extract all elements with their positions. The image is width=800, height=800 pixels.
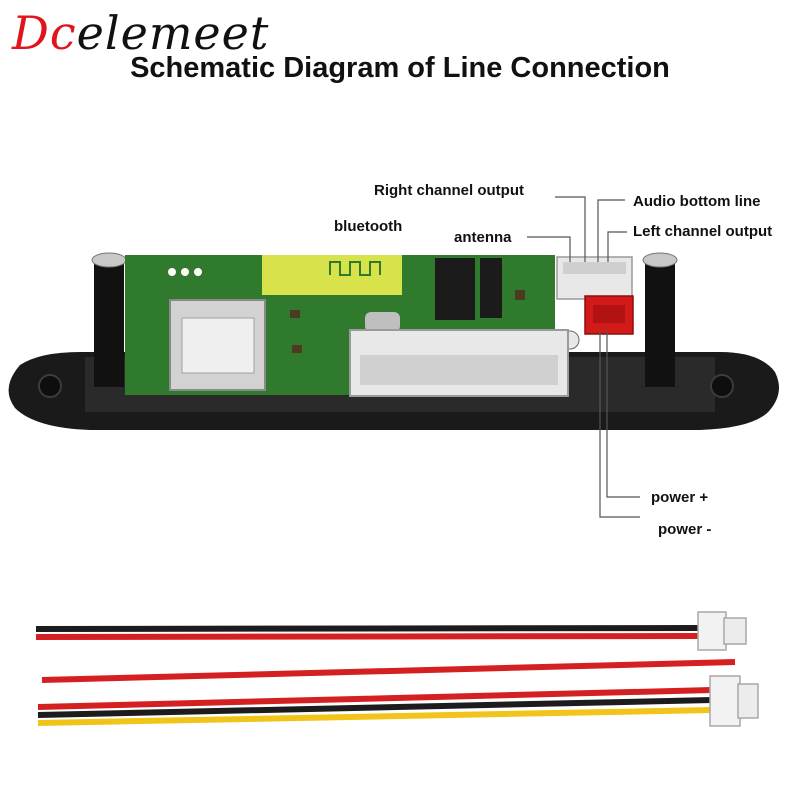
screw-left <box>91 252 127 268</box>
brand-logo: Dcelemeet <box>12 6 269 60</box>
brand-initial: Dc <box>12 6 77 60</box>
label-audio-bottom-line: Audio bottom line <box>633 193 761 210</box>
diagram-title: Schematic Diagram of Line Connection <box>130 52 670 84</box>
leader-power-plus <box>606 330 640 498</box>
wire-2-yellow <box>37 707 713 726</box>
wire-2-black <box>37 697 713 718</box>
label-power-plus: power + <box>651 489 709 506</box>
label-left-channel-output: Left channel output <box>633 223 773 240</box>
wire-loose-red <box>41 659 736 683</box>
mount-hole-right <box>710 374 734 398</box>
crystal <box>365 312 400 332</box>
leader-right-channel <box>555 196 586 262</box>
led-hole-2 <box>181 268 189 276</box>
smd-1 <box>290 310 300 318</box>
wire-2-red <box>37 687 713 710</box>
ribbon-connector-slot <box>360 355 558 385</box>
led-hole-3 <box>194 268 202 276</box>
standoff-right <box>645 262 675 387</box>
label-right-channel-output: Right channel output <box>374 182 524 199</box>
power-connector-inner <box>593 305 625 323</box>
usb-port-inner <box>181 317 255 374</box>
leader-antenna <box>527 236 571 262</box>
label-bluetooth: bluetooth <box>334 218 403 235</box>
led-hole-1 <box>168 268 176 276</box>
screw-right <box>642 252 678 268</box>
label-antenna: antenna <box>454 229 512 246</box>
leader-audio-bottom <box>597 199 625 262</box>
ic-chip-2 <box>480 258 502 318</box>
antenna-trace <box>329 261 381 276</box>
leader-power-minus <box>599 330 640 518</box>
smd-3 <box>515 290 525 300</box>
smd-2 <box>292 345 302 353</box>
wire-2-plug <box>709 675 741 727</box>
wire-1-black <box>35 625 701 632</box>
mount-hole-left <box>38 374 62 398</box>
leader-left-channel <box>607 231 627 262</box>
wire-2-plug-tab <box>737 683 759 719</box>
wire-1-plug-tab <box>723 617 747 645</box>
audio-connector-pins <box>563 262 626 274</box>
wire-1-red <box>35 633 701 640</box>
label-power-minus: power - <box>658 521 712 538</box>
wire-1-plug <box>697 611 727 651</box>
brand-rest: elemeet <box>76 6 270 60</box>
standoff-left <box>94 262 124 387</box>
ic-chip-main <box>435 258 475 320</box>
